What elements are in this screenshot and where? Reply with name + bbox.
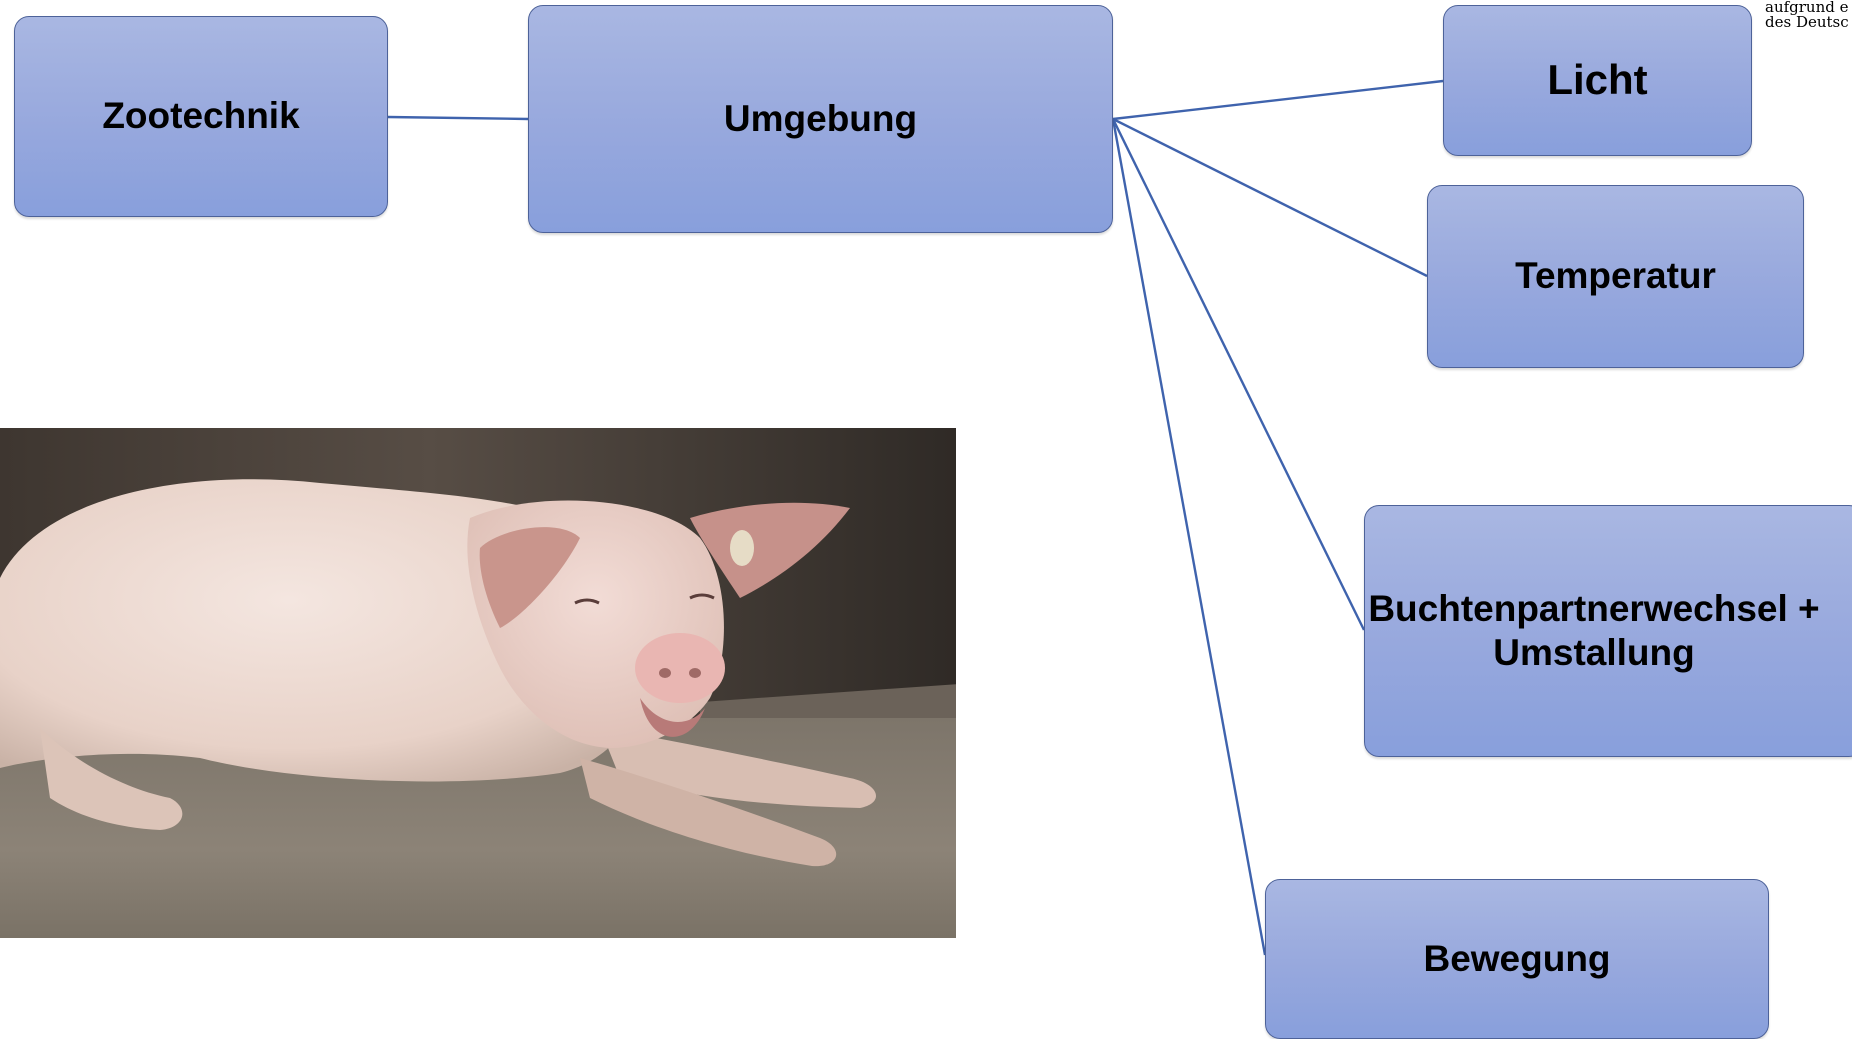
pig-eye-left (574, 598, 600, 605)
pig-right-ear (690, 502, 850, 598)
corner-text-line1: aufgrund e (1765, 0, 1849, 16)
pig-mouth (640, 698, 705, 737)
node-zootechnik: Zootechnik (14, 16, 388, 217)
edge-zootechnik-umgebung (387, 115, 529, 121)
pig-snout (635, 633, 725, 703)
corner-text-line2: des Deutsc (1765, 13, 1849, 31)
pig-illustration (0, 479, 877, 867)
node-temperatur: Temperatur (1427, 185, 1804, 368)
node-temperatur-label: Temperatur (1515, 255, 1716, 297)
node-umgebung: Umgebung (528, 5, 1113, 233)
pig-nostril-left (659, 668, 671, 678)
pig-front-leg-2 (580, 758, 837, 867)
edge-umgebung-licht (1112, 79, 1444, 121)
pig-left-ear (479, 527, 580, 628)
node-zootechnik-label: Zootechnik (102, 95, 300, 137)
pig-back-leg (40, 728, 183, 830)
node-buchtenpartnerwechsel-label-line1: Buchtenpartnerwechsel + (1368, 587, 1820, 629)
ear-tag (730, 530, 754, 566)
node-licht: Licht (1443, 5, 1752, 156)
node-buchtenpartnerwechsel: Buchtenpartnerwechsel + Umstallung (1364, 505, 1852, 757)
pig-photo (0, 428, 956, 938)
corner-text: aufgrund e des Deutsc (1765, 0, 1849, 30)
node-buchtenpartnerwechsel-label-line2: Umstallung (1493, 632, 1695, 673)
node-bewegung-label: Bewegung (1423, 937, 1611, 979)
pig-nostril-right (689, 668, 701, 678)
edge-umgebung-temperatur (1112, 117, 1428, 278)
edge-umgebung-buchtenpartnerwechsel (1111, 118, 1366, 631)
node-umgebung-label: Umgebung (723, 97, 918, 139)
node-licht-label: Licht (1547, 56, 1648, 104)
node-bewegung: Bewegung (1265, 879, 1769, 1039)
pig-eye-right (689, 593, 715, 600)
edge-umgebung-bewegung (1111, 118, 1267, 956)
